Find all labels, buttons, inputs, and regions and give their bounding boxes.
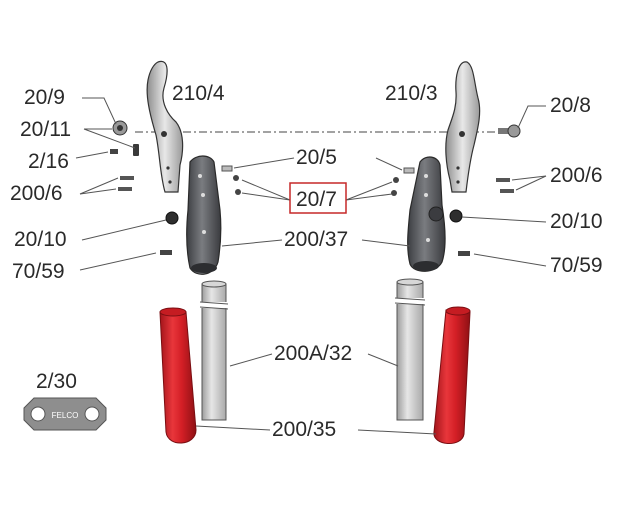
wrench-part: FELCO bbox=[23, 397, 107, 431]
label-screws-right: 200/6 bbox=[550, 164, 603, 187]
blade-left bbox=[146, 60, 184, 193]
studs-parts bbox=[233, 175, 399, 196]
knob-right-part bbox=[449, 209, 463, 223]
screw-right-part bbox=[458, 251, 470, 256]
label-nut: 20/9 bbox=[24, 86, 65, 109]
screws-left-parts bbox=[118, 176, 134, 191]
label-screw-right: 70/59 bbox=[550, 254, 603, 277]
head-right-knob bbox=[428, 206, 444, 222]
label-spring: 20/5 bbox=[296, 146, 337, 169]
label-screw-left: 70/59 bbox=[12, 260, 65, 283]
spring-right-part bbox=[403, 167, 415, 174]
highlight-box bbox=[289, 182, 347, 214]
label-tube: 200A/32 bbox=[274, 342, 352, 365]
nut-part bbox=[112, 120, 128, 136]
blade-right bbox=[445, 61, 481, 193]
spring-left-part bbox=[221, 165, 233, 172]
tube-right bbox=[394, 278, 426, 421]
label-spring-holder: 20/11 bbox=[20, 118, 71, 141]
screw-2-16-part bbox=[110, 149, 118, 154]
knob-left-part bbox=[165, 211, 179, 225]
label-bolt: 20/8 bbox=[550, 94, 591, 117]
head-left bbox=[186, 155, 222, 275]
label-screw-2-16: 2/16 bbox=[28, 150, 69, 173]
leader-lines bbox=[75, 97, 547, 435]
spring-holder-part bbox=[133, 144, 139, 156]
sleeve-left bbox=[159, 307, 197, 444]
bolt-part bbox=[498, 124, 521, 138]
blade-right-hole bbox=[459, 131, 465, 137]
blade-left-hole bbox=[161, 131, 167, 137]
label-stud: 20/7 bbox=[296, 188, 337, 211]
tube-left bbox=[199, 280, 229, 421]
label-blade-left: 210/4 bbox=[172, 82, 225, 105]
label-knob-left: 20/10 bbox=[14, 228, 67, 251]
wrench-text: FELCO bbox=[52, 411, 79, 420]
label-knob-right: 20/10 bbox=[550, 210, 603, 233]
sleeve-right bbox=[433, 306, 471, 444]
label-wrench: 2/30 bbox=[36, 370, 77, 393]
label-head: 200/37 bbox=[284, 228, 348, 251]
label-screws-left: 200/6 bbox=[10, 182, 63, 205]
screw-left-part bbox=[160, 250, 172, 255]
label-blade-right: 210/3 bbox=[385, 82, 438, 105]
label-sleeve: 200/35 bbox=[272, 418, 336, 441]
head-right bbox=[407, 156, 446, 272]
screws-right-parts bbox=[496, 178, 514, 193]
